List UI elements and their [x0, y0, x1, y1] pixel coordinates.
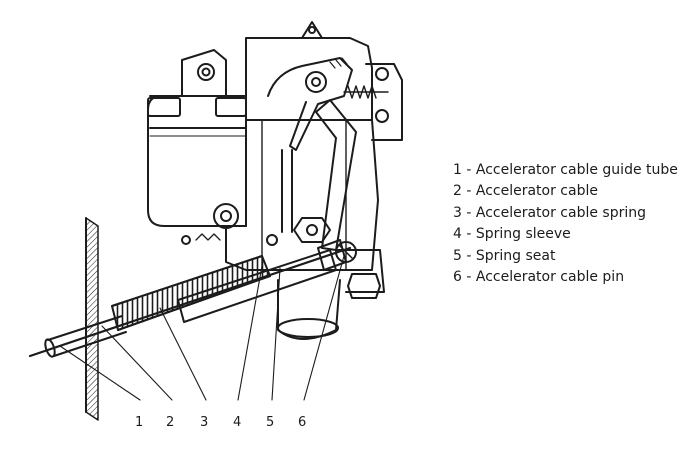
legend-item: 1 - Accelerator cable guide tube — [453, 162, 678, 178]
legend-item: 4 - Spring sleeve — [453, 226, 571, 243]
spring-sleeve — [177, 249, 337, 323]
legend-item: 5 - Spring seat — [453, 247, 556, 264]
firewall-panel — [85, 217, 99, 421]
callout-4: 4 — [233, 415, 241, 430]
callout-6: 6 — [298, 415, 306, 430]
callout-numbers: 1 2 3 4 5 6 — [135, 415, 306, 430]
carburetor-body — [147, 21, 403, 340]
callout-5: 5 — [266, 415, 274, 430]
accelerator-cable-assembly — [28, 239, 357, 358]
callout-2: 2 — [166, 415, 174, 430]
cable-pin — [335, 241, 357, 263]
cable-spring — [111, 255, 271, 331]
legend-item: 2 - Accelerator cable — [453, 183, 598, 200]
callout-1: 1 — [135, 415, 143, 430]
leader-lines — [59, 255, 345, 401]
cable-guide-tube — [47, 315, 127, 357]
parts-legend: 1 - Accelerator cable guide tube 2 - Acc… — [453, 160, 678, 288]
legend-item: 3 - Accelerator cable spring — [453, 204, 646, 221]
callout-3: 3 — [200, 415, 208, 430]
legend-item: 6 - Accelerator cable pin — [453, 269, 625, 286]
